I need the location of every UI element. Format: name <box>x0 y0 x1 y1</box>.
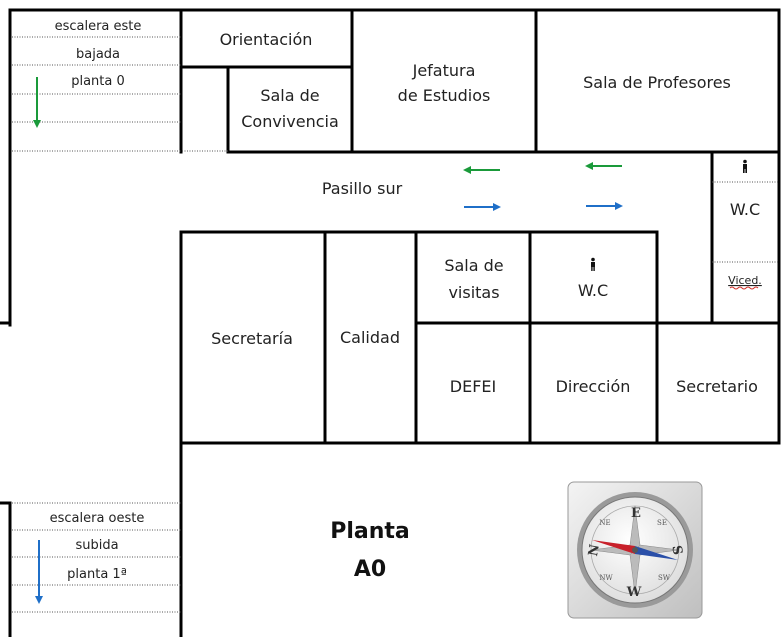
compass-n: N <box>586 543 603 557</box>
compass-ne: NE <box>599 519 610 527</box>
floor-label-line1: Planta <box>330 519 410 544</box>
room-orientacion: Orientación <box>220 30 313 49</box>
person-icon <box>591 257 595 271</box>
stairs-west-line2: subida <box>75 538 118 553</box>
room-direccion: Dirección <box>556 377 631 396</box>
room-sala-visitas-line1: Sala de <box>444 256 503 275</box>
stairs-east-line1: escalera este <box>55 19 142 34</box>
compass-sw: SW <box>658 574 671 582</box>
stairs-west-line3: planta 1ª <box>67 567 127 582</box>
stairs-east-line2: bajada <box>76 47 120 62</box>
room-secretario: Secretario <box>676 377 758 396</box>
room-wc-top: W.C <box>730 200 760 219</box>
room-secretaria: Secretaría <box>211 329 293 348</box>
stairs-east-line3: planta 0 <box>71 74 125 89</box>
room-jefatura-line1: Jefatura <box>412 61 476 80</box>
corridor-label: Pasillo sur <box>322 179 403 198</box>
room-convivencia-line2: Convivencia <box>241 112 339 131</box>
compass-icon: N E S W NE SE SW NW <box>567 481 703 619</box>
wavy-underline <box>729 286 759 290</box>
room-defei: DEFEI <box>450 377 496 396</box>
stairs-west-line1: escalera oeste <box>50 511 145 526</box>
room-convivencia-line1: Sala de <box>260 86 319 105</box>
person-icon <box>743 159 747 173</box>
compass-nw: NW <box>599 574 613 582</box>
room-sala-visitas-line2: visitas <box>448 283 499 302</box>
compass-e: E <box>631 506 641 521</box>
compass-se: SE <box>657 519 667 527</box>
room-viced: Viced. <box>728 274 762 287</box>
walls <box>0 8 781 637</box>
room-wc-mid: W.C <box>578 281 608 300</box>
compass-s: S <box>668 544 684 556</box>
room-sala-profesores: Sala de Profesores <box>583 73 731 92</box>
floor-label-line2: A0 <box>354 557 386 582</box>
compass-w: W <box>626 585 642 600</box>
room-jefatura-line2: de Estudios <box>398 86 491 105</box>
room-calidad: Calidad <box>340 328 400 347</box>
